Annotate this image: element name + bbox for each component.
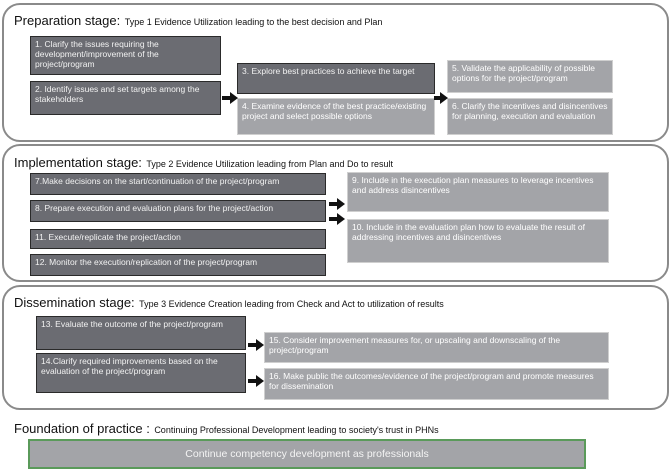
implementation-title: Implementation stage:	[14, 155, 142, 170]
foundation-title-row: Foundation of practice : Continuing Prof…	[14, 420, 439, 438]
implementation-subtitle: Type 2 Evidence Utilization leading from…	[146, 159, 393, 169]
foundation-box: Continue competency development as profe…	[28, 439, 586, 469]
arrow-prep-2	[434, 92, 448, 104]
step-8-box: 8. Prepare execution and evaluation plan…	[30, 200, 326, 222]
step-14-box: 14.Clarify required improvements based o…	[36, 353, 246, 393]
foundation-subtitle: Continuing Professional Development lead…	[154, 425, 439, 435]
arrow-impl-1	[329, 198, 345, 210]
step-4-box: 4. Examine evidence of the best practice…	[237, 98, 435, 135]
preparation-title: Preparation stage:	[14, 13, 121, 28]
dissemination-title: Dissemination stage:	[14, 295, 135, 310]
dissemination-stage-title: Dissemination stage: Type 3 Evidence Cre…	[14, 294, 444, 312]
arrow-diss-2	[248, 375, 264, 387]
step-5-box: 5. Validate the applicability of possibl…	[447, 60, 613, 93]
step-10-box: 10. Include in the evaluation plan how t…	[347, 219, 609, 263]
step-1-box: 1. Clarify the issues requiring the deve…	[30, 36, 221, 75]
step-3-box: 3. Explore best practices to achieve the…	[237, 63, 435, 94]
arrow-diss-1	[248, 339, 264, 351]
dissemination-subtitle: Type 3 Evidence Creation leading from Ch…	[139, 299, 444, 309]
arrow-prep-1	[222, 92, 238, 104]
implementation-stage-title: Implementation stage: Type 2 Evidence Ut…	[14, 154, 393, 172]
step-7-box: 7.Make decisions on the start/continuati…	[30, 173, 326, 195]
step-11-box: 11. Execute/replicate the project/action	[30, 229, 326, 249]
foundation-title: Foundation of practice :	[14, 421, 150, 436]
foundation-box-label: Continue competency development as profe…	[185, 448, 429, 460]
preparation-subtitle: Type 1 Evidence Utilization leading to t…	[124, 17, 383, 27]
step-12-box: 12. Monitor the execution/replication of…	[30, 254, 326, 276]
step-6-box: 6. Clarify the incentives and disincenti…	[447, 98, 613, 135]
step-13-box: 13. Evaluate the outcome of the project/…	[36, 316, 246, 350]
step-2-box: 2. Identify issues and set targets among…	[30, 81, 221, 115]
step-15-box: 15. Consider improvement measures for, o…	[264, 332, 609, 363]
step-9-box: 9. Include in the execution plan measure…	[347, 172, 609, 212]
preparation-stage-title: Preparation stage: Type 1 Evidence Utili…	[14, 12, 382, 30]
arrow-impl-2	[329, 213, 345, 225]
step-16-box: 16. Make public the outcomes/evidence of…	[264, 368, 609, 400]
